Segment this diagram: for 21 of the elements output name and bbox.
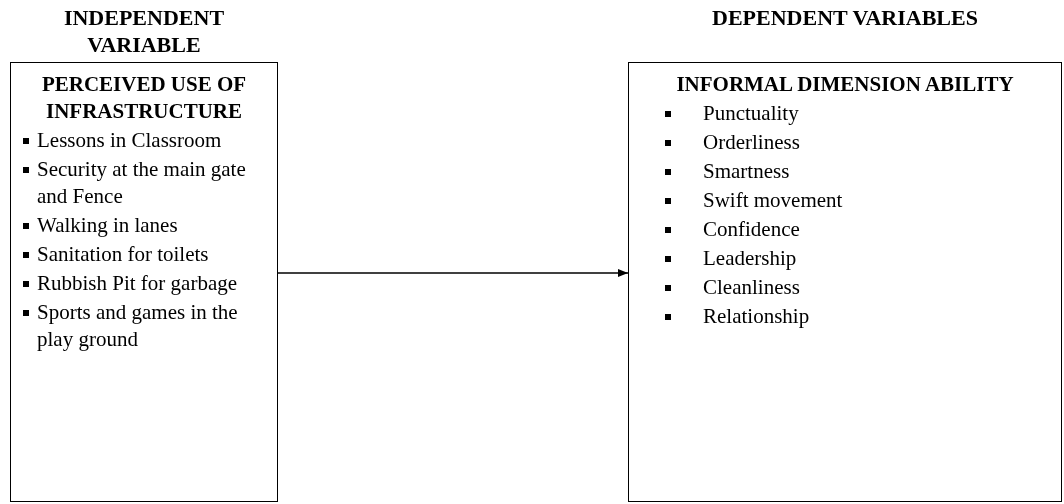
list-item: Cleanliness — [702, 274, 800, 301]
box-heading: PERCEIVED USE OF INFRASTRUCTURE — [40, 71, 248, 125]
list-item: Sanitation for toilets — [37, 241, 209, 268]
box-heading: INFORMAL DIMENSION ABILITY — [675, 71, 1015, 98]
list-item: Lessons in Classroom — [37, 127, 222, 154]
list-item: Orderliness — [702, 129, 800, 156]
list-item: Punctuality — [702, 100, 799, 127]
variable-box — [628, 62, 1062, 502]
list-item: Smartness — [702, 158, 790, 185]
list-item: Rubbish Pit for garbage — [37, 270, 238, 297]
list-item: Relationship — [702, 303, 810, 330]
arrow — [277, 269, 629, 277]
list-item: Confidence — [702, 216, 800, 243]
variable-box — [10, 62, 278, 502]
list-item: Sports and games in the play ground — [37, 299, 239, 353]
list-item: Security at the main gate and Fence — [37, 156, 247, 210]
list-item: Swift movement — [702, 187, 843, 214]
column-heading: INDEPENDENT VARIABLE — [62, 4, 226, 58]
column-heading: DEPENDENT VARIABLES — [711, 4, 979, 31]
list-item: Leadership — [702, 245, 797, 272]
list-item: Walking in lanes — [37, 212, 178, 239]
